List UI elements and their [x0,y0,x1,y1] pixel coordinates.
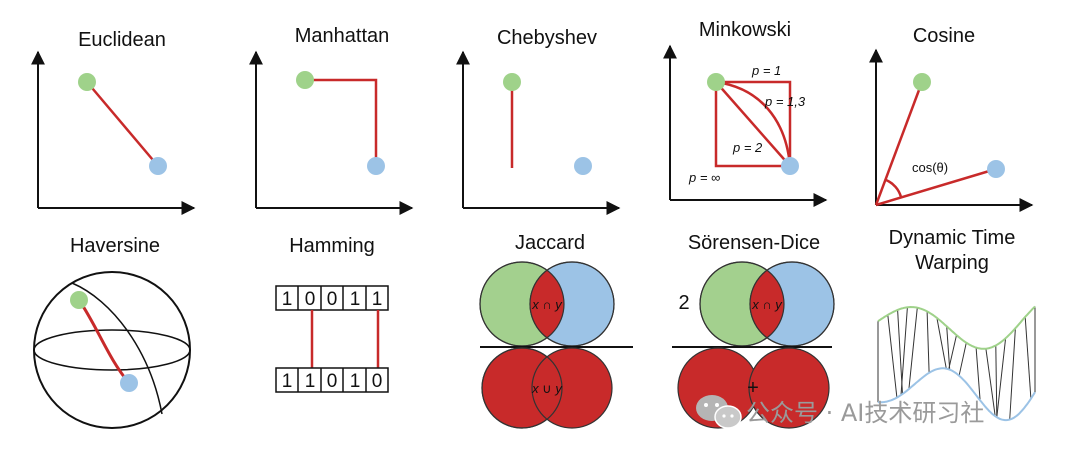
manhattan-axes [249,50,414,215]
panel-cosine: Cosine cos(θ) [869,25,1034,212]
minkowski-curve-p2 [715,81,791,167]
minkowski-point-blue [781,157,799,175]
manhattan-title: Manhattan [295,25,390,47]
dtw-warp-link [926,311,930,373]
panel-minkowski: Minkowski p = 1 p = 1,3 p = 2 p = ∞ [663,19,828,207]
euclidean-point-green [78,73,96,91]
minkowski-curve-p13 [715,80,792,167]
cosine-axes [869,48,1034,212]
panel-jaccard: Jaccard x ∩ y x ∪ y [479,232,633,429]
panel-haversine: Haversine [33,235,191,429]
panel-hamming: Hamming 1 0 0 1 1 1 1 0 1 0 [275,235,389,393]
jaccard-union-venn: x ∪ y [481,347,613,429]
minkowski-label-p1: p = 1 [751,63,781,78]
minkowski-title: Minkowski [699,19,791,41]
haversine-distance-arc [77,299,131,384]
panel-euclidean: Euclidean [31,29,196,215]
chebyshev-point-green [503,73,521,91]
dtw-warp-link [900,307,908,396]
dtw-warp-link [1024,316,1032,399]
cosine-point-green [913,73,931,91]
dtw-warp-link [975,347,981,401]
sphere-meridian [71,282,163,415]
dice-factor: 2 [678,292,689,314]
dtw-title-line2: Warping [915,252,989,274]
dtw-series-top [877,305,1036,350]
dtw-warp-link [1009,328,1016,420]
manhattan-point-blue [367,157,385,175]
chebyshev-point-blue [574,157,592,175]
chebyshev-axes [456,50,621,215]
euclidean-distance-line [86,81,159,167]
chebyshev-title: Chebyshev [497,27,597,49]
hamming-top-bit-2: 0 [327,289,338,310]
hamming-bottom-bit-2: 0 [327,371,338,392]
euclidean-point-blue [149,157,167,175]
hamming-bottom-bit-3: 1 [350,371,361,392]
hamming-bottom-bit-4: 0 [372,371,383,392]
hamming-title: Hamming [289,235,375,257]
dtw-series-bottom [877,367,1036,422]
dice-set-y [748,347,830,429]
euclidean-axes [31,50,196,215]
dice-plus-sign: + [747,377,759,399]
panel-dtw: Dynamic Time Warping [877,227,1036,422]
sphere-outline [33,271,191,429]
minkowski-axes [663,44,828,207]
euclidean-title: Euclidean [78,29,166,51]
hamming-bottom-bit-0: 1 [282,371,293,392]
wechat-icon [696,395,742,429]
watermark-text: 公众号 · AI技术研习社 [746,399,984,427]
dtw-title-line1: Dynamic Time [889,227,1016,249]
dtw-warp-link [946,326,951,370]
hamming-bottom-string: 1 1 0 1 0 [275,367,389,393]
panel-chebyshev: Chebyshev [456,27,621,215]
dice-title: Sörensen-Dice [688,232,820,254]
minkowski-curve-p1 [716,80,792,166]
cosine-point-blue [987,160,1005,178]
dtw-warp-link [948,334,957,370]
hamming-top-string: 1 0 0 1 1 [275,285,389,311]
minkowski-curves [714,80,792,168]
dtw-warp-link [995,345,998,418]
cosine-title: Cosine [913,25,975,47]
dtw-warping-links [877,306,1036,420]
hamming-top-bit-0: 1 [282,289,293,310]
jaccard-intersection-venn: x ∩ y [479,261,615,347]
dice-intersection-venn: x ∩ y [699,261,835,347]
haversine-point-blue [120,374,138,392]
dtw-warp-link [908,307,918,390]
panel-dice: Sörensen-Dice 2 x ∩ y + [672,232,835,429]
haversine-point-green [70,291,88,309]
cosine-angle-arc [885,178,903,198]
panel-manhattan: Manhattan [249,25,414,215]
jaccard-union-label: x ∪ y [531,381,563,396]
minkowski-label-pinf: p = ∞ [688,170,720,185]
minkowski-label-p2: p = 2 [732,140,763,155]
hamming-bottom-bit-1: 1 [305,371,316,392]
haversine-title: Haversine [70,235,160,257]
dtw-warp-link [887,314,898,398]
minkowski-curve-pinf [714,82,790,168]
dtw-warp-link [936,317,947,369]
dice-intersection-label: x ∩ y [751,297,783,312]
cosine-angle-label: cos(θ) [912,160,948,175]
dtw-warp-link [985,348,996,417]
hamming-top-bit-4: 1 [372,289,383,310]
dtw-warp-link [958,342,967,376]
manhattan-distance-path [305,78,378,166]
hamming-top-bit-1: 0 [305,289,316,310]
manhattan-point-green [296,71,314,89]
jaccard-intersection-label: x ∩ y [531,297,563,312]
cosine-vector-b [875,167,997,207]
watermark: 公众号 · AI技术研习社 [696,395,984,429]
hamming-top-bit-3: 1 [350,289,361,310]
dtw-warp-link [996,338,1007,418]
jaccard-title: Jaccard [515,232,585,254]
minkowski-label-p13: p = 1,3 [764,94,806,109]
minkowski-point-green [707,73,725,91]
sphere-equator [33,329,191,371]
cosine-vector-a [874,81,924,206]
